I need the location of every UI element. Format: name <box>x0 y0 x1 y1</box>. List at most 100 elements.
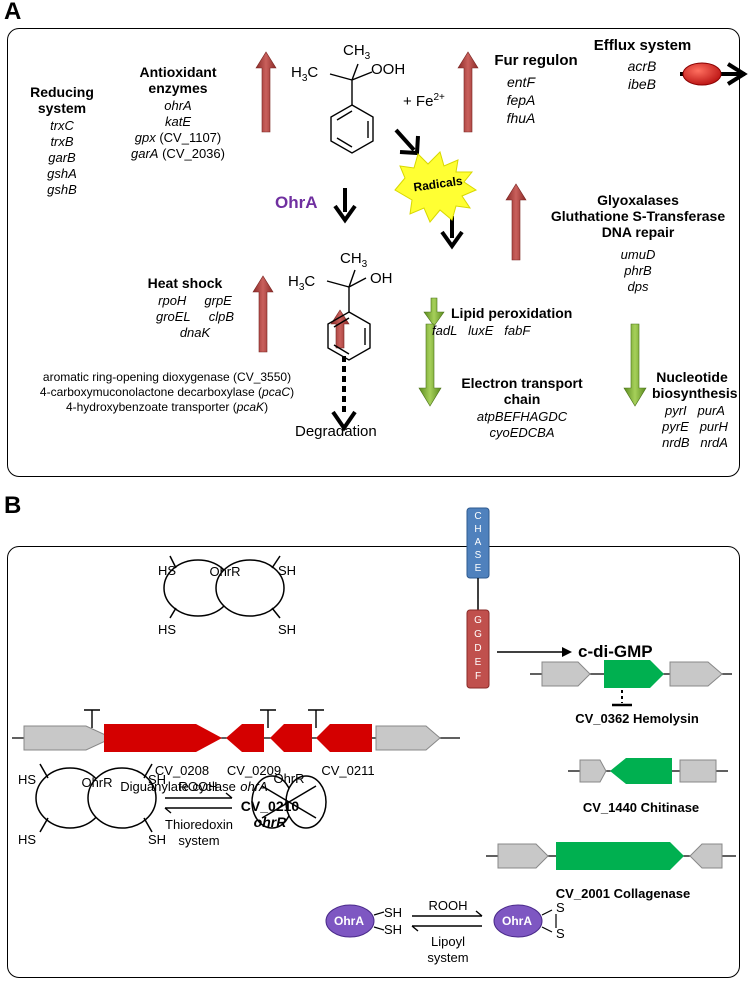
gene-label: pyrI <box>665 403 687 418</box>
rooh-label: ROOH <box>428 898 468 913</box>
aromatic-text: 4-carboxymuconolactone decarboxylase ( <box>39 385 263 399</box>
gene-arrow <box>579 759 607 783</box>
lipoyl-line: system <box>427 950 469 965</box>
sh-label: SH <box>384 905 403 920</box>
domain-letter: D <box>474 643 482 654</box>
gene-arrow <box>689 843 723 869</box>
sh-label: SH <box>384 922 403 937</box>
efflux-title: Efflux system <box>593 37 692 54</box>
gene-label: pcaC <box>262 385 291 399</box>
domain-letter: H <box>474 524 482 535</box>
gene-label: pyrE <box>662 419 689 434</box>
cv0210-gene: ohrR <box>253 814 287 830</box>
antioxidant-title-line: enzymes <box>148 80 208 96</box>
reaction-arrow-icon <box>333 188 357 224</box>
sh-label: SH <box>278 622 297 637</box>
panel-a-box <box>7 28 740 477</box>
nucleo-title-line: biosynthesis <box>652 385 738 401</box>
gene-row: nrdB nrdA <box>650 435 740 451</box>
etc-title-line: chain <box>503 391 541 407</box>
gene-id: (CV_1107) <box>155 130 222 145</box>
thio-line: system <box>178 833 220 848</box>
etc-title-line: Electron transport <box>461 375 583 391</box>
gene-row: gpx (CV_1107) <box>104 130 252 146</box>
lipid-title: Lipid peroxidation <box>451 305 573 321</box>
gene-label: acrB <box>627 58 657 74</box>
ch3-label: CH3 <box>340 250 368 270</box>
fur-genes: entF fepA fhuA <box>486 73 556 127</box>
etc-genes: atpBEFHAGDC cyoEDCBA <box>442 409 602 441</box>
gene-row: groEL clpB <box>146 309 244 325</box>
heat-title: Heat shock <box>147 275 223 291</box>
domain-letter: E <box>474 657 482 668</box>
gene-label: entF <box>506 74 535 90</box>
gene-arrow-cv0362 <box>604 660 664 688</box>
ohrr-dimer-reduced <box>163 555 285 619</box>
lipoyl-line: Lipoyl <box>431 934 465 949</box>
gene-label: luxE <box>468 323 494 338</box>
ohrr-label: OhrR <box>209 564 241 579</box>
gene-label: fhuA <box>506 110 536 126</box>
chase-label: C H A S E <box>467 510 489 575</box>
gene-label: dnaK <box>179 325 211 340</box>
glyox-title-line: DNA repair <box>601 224 675 240</box>
lipoyl-label: Lipoyl system <box>410 934 486 966</box>
gene-label: gpx <box>134 130 156 145</box>
benzene-ring-icon <box>329 63 374 154</box>
ggdef-label: G G D E F <box>467 614 489 684</box>
gene-row: garA (CV_2036) <box>104 146 252 162</box>
sh-label: SH <box>148 772 167 787</box>
aromatic-text: ) <box>264 400 269 414</box>
rooh-label: ROOH <box>178 779 218 794</box>
gene-row: rpoH grpE <box>146 293 244 309</box>
equilibrium-arrows <box>164 792 233 814</box>
antioxidant-title-line: Antioxidant <box>139 64 217 80</box>
ohrr-label: OhrR <box>273 771 305 786</box>
panel-a-graphics <box>252 51 748 432</box>
domain-letter: G <box>474 629 482 640</box>
glyox-title: Glyoxalases Gluthatione S-Transferase DN… <box>538 192 738 240</box>
gene-label: fadL <box>432 323 458 338</box>
down-arrow-icon <box>623 323 647 407</box>
lipid-genes: fadL luxE fabF <box>432 323 582 339</box>
gene-row: pyrI purA <box>650 403 740 419</box>
aromatic-text: 4-hydroxybenzoate transporter ( <box>65 400 237 414</box>
panel-b-box <box>7 546 740 978</box>
glyox-title-line: Gluthatione S-Transferase <box>550 208 726 224</box>
hs-label: HS <box>18 772 37 787</box>
gene-label: garB <box>48 150 76 165</box>
etc-title: Electron transport chain <box>452 375 592 407</box>
ohrr-dimer-reduced <box>35 763 157 833</box>
domain-letter: A <box>474 537 482 548</box>
gene-label: dps <box>627 279 649 294</box>
target-hemolysin: CV_0362 Hemolysin <box>575 711 699 726</box>
gene-label: fabF <box>504 323 531 338</box>
gene-arrow <box>669 661 723 687</box>
cdigmp-label: c-di-GMP <box>578 642 653 661</box>
target-collagenase: CV_2001 Collagenase <box>555 886 691 901</box>
down-arrow-icon <box>423 297 445 327</box>
gene-arrow-cv2001 <box>556 842 684 870</box>
antioxidant-title: Antioxidant enzymes <box>118 64 238 96</box>
hs-label: HS <box>158 563 177 578</box>
thioredoxin-label: Thioredoxin system <box>160 817 238 849</box>
gene-label: ohrA <box>164 98 192 113</box>
down-arrow-icon <box>418 323 442 407</box>
sh-label: SH <box>278 563 297 578</box>
thio-line: Thioredoxin <box>165 817 233 832</box>
ohra-reaction-label: OhrA <box>275 193 318 212</box>
cv0209-gene: ohrA <box>240 779 268 794</box>
panel-a-letter: A <box>4 0 22 25</box>
gene-label: umuD <box>620 247 656 262</box>
hs-label: HS <box>158 622 177 637</box>
efflux-genes: acrB ibeB <box>612 57 672 93</box>
benzene-ring-icon <box>326 269 371 361</box>
domain-letter: S <box>474 550 482 561</box>
aromatic-genes: aromatic ring-opening dioxygenase (CV_35… <box>8 370 326 415</box>
domain-letter: C <box>474 511 482 522</box>
gene-label: nrdB <box>662 435 690 450</box>
burst-icon <box>394 151 478 223</box>
up-arrow-icon <box>255 51 277 133</box>
glyox-genes: umuD phrB dps <box>608 247 668 295</box>
ggdef-domain <box>466 609 490 689</box>
